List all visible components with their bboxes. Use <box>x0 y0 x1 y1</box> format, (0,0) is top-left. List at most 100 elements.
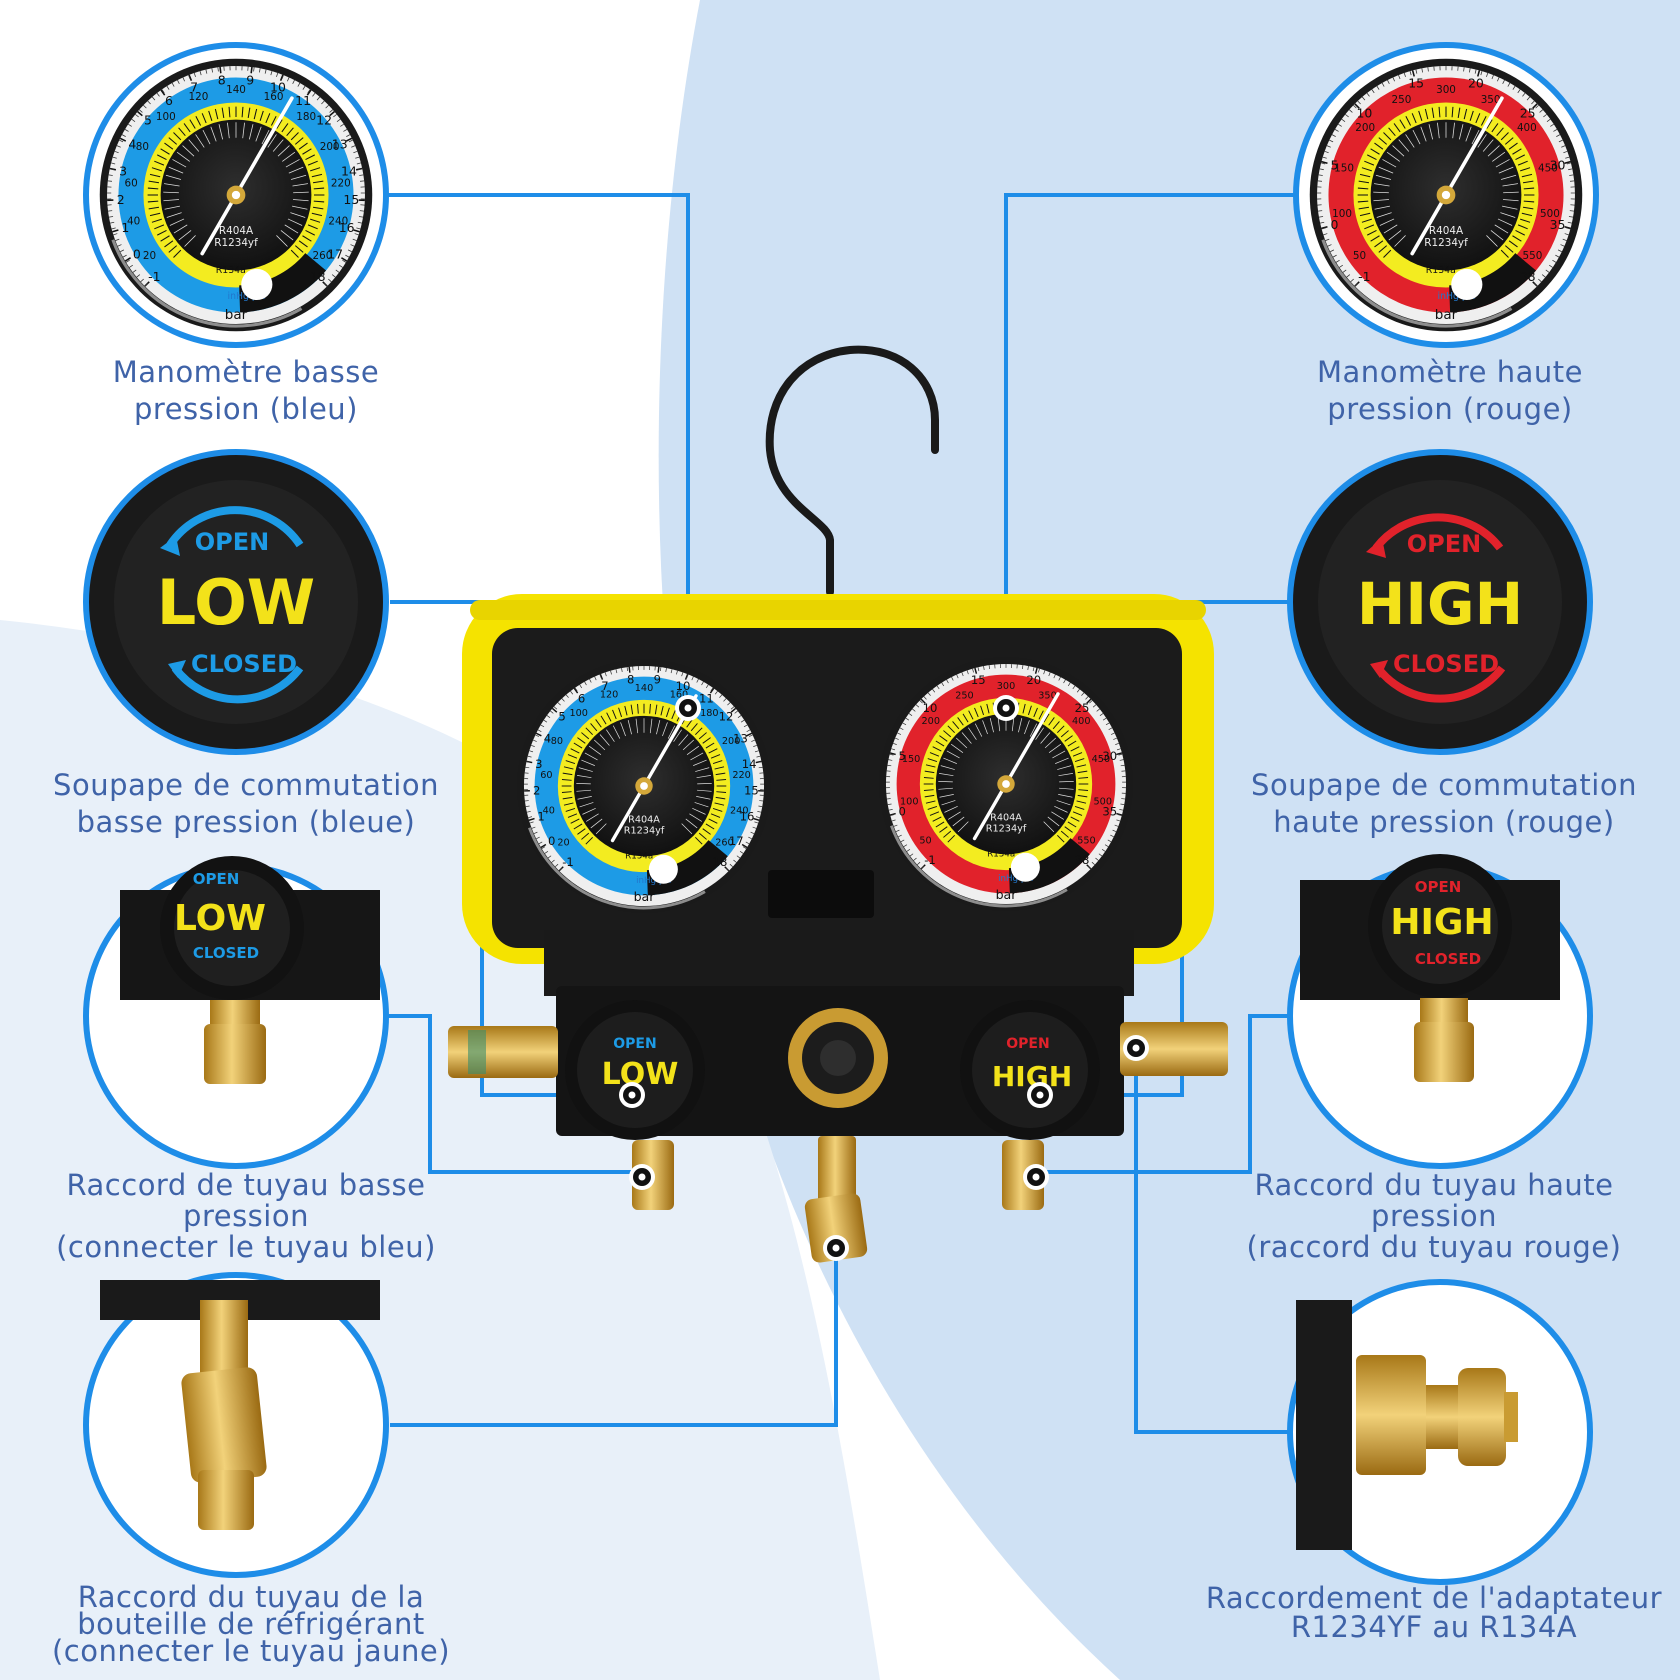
psi-tick-label: 450 <box>1092 754 1110 765</box>
svg-text:OPEN: OPEN <box>193 870 240 888</box>
psi-tick-label: 550 <box>1077 836 1095 847</box>
bar-tick-label: 1 <box>121 220 129 235</box>
psi-tick-label: 300 <box>1436 84 1456 96</box>
units-small-label: inHg psi <box>636 876 671 886</box>
psi-tick-label: 200 <box>922 716 940 727</box>
refrigerant-label: R404A <box>1429 225 1464 237</box>
bar-tick-label: 5 <box>558 709 565 723</box>
psi-tick-label: 140 <box>635 683 653 694</box>
bar-tick-label: 5 <box>144 113 152 128</box>
psi-tick-label: 500 <box>1094 796 1112 807</box>
svg-text:OPEN: OPEN <box>1407 530 1481 558</box>
units-small-label: inHg psi <box>1437 291 1475 302</box>
psi-tick-label: 100 <box>1332 208 1352 220</box>
marker-dots <box>619 695 1149 1261</box>
bar-tick-label: 0 <box>899 805 906 819</box>
psi-tick-label: 250 <box>1391 94 1411 106</box>
bar-tick-label: 13 <box>733 732 748 746</box>
psi-tick-label: 160 <box>264 91 284 103</box>
bar-tick-label: 16 <box>740 810 755 824</box>
bar-tick-label: 30 <box>1102 749 1117 763</box>
psi-tick-label: 100 <box>900 796 918 807</box>
low-knob-open: OPEN <box>613 1036 656 1052</box>
gauge-needle <box>1410 96 1504 256</box>
psi-tick-label: 220 <box>732 770 750 781</box>
psi-tick-label: 100 <box>156 111 176 123</box>
bar-unit-label: bar <box>1435 307 1458 323</box>
bar-tick-label: 17 <box>327 246 343 261</box>
bar-tick-label: -1 <box>924 853 936 867</box>
psi-tick-label: 550 <box>1523 250 1543 262</box>
psi-tick-label: 220 <box>331 177 351 189</box>
bar-tick-label: 11 <box>699 691 714 705</box>
psi-tick-label: 50 <box>1353 250 1366 262</box>
bar-tick-label: 10 <box>923 701 938 715</box>
bar-tick-label: 11 <box>295 93 311 108</box>
psi-tick-label: 500 <box>1540 208 1560 220</box>
svg-text:LOW: LOW <box>174 898 266 939</box>
units-small-label: inHg psi <box>227 291 265 302</box>
refrigerant-label: R134a <box>987 850 1015 860</box>
psi-tick-label: 20 <box>143 250 156 262</box>
refrigerant-label: R1234yf <box>986 823 1027 834</box>
bar-tick-label: 3 <box>119 163 127 178</box>
bar-tick-label: 0 <box>548 834 555 848</box>
psi-tick-label: 200 <box>722 736 740 747</box>
psi-tick-label: 40 <box>543 805 555 816</box>
bar-tick-label: 35 <box>1550 217 1566 232</box>
bar-tick-label: 14 <box>341 163 357 178</box>
bar-tick-label: 15 <box>971 673 986 687</box>
bar-tick-label: 8 <box>627 672 634 686</box>
svg-text:HIGH: HIGH <box>1390 902 1493 943</box>
bar-unit-label: bar <box>996 887 1018 902</box>
svg-text:CLOSED: CLOSED <box>1415 950 1481 968</box>
psi-tick-label: 350 <box>1481 94 1501 106</box>
refrigerant-label: R404A <box>628 814 660 825</box>
psi-tick-label: 260 <box>313 250 333 262</box>
psi-tick-label: 350 <box>1038 690 1056 701</box>
psi-tick-label: 450 <box>1538 162 1558 174</box>
bar-tick-label: 4 <box>128 136 136 151</box>
svg-text:CLOSED: CLOSED <box>193 944 259 962</box>
bar-tick-label: 10 <box>676 679 691 693</box>
psi-tick-label: 240 <box>328 215 348 227</box>
units-small-label: inHg psi <box>998 874 1033 884</box>
bar-tick-label: 1 <box>537 810 544 824</box>
refrigerant-label: R134a <box>216 265 246 276</box>
bar-tick-label: 20 <box>1026 673 1041 687</box>
bar-tick-label: 20 <box>1468 76 1484 91</box>
bar-tick-label: 2 <box>533 783 540 797</box>
bar-tick-label: 0 <box>133 246 141 261</box>
refrigerant-label: R134a <box>625 852 653 862</box>
bar-tick-label: 30 <box>1550 157 1566 172</box>
refrigerant-label: R404A <box>990 812 1022 823</box>
psi-tick-label: 180 <box>296 111 316 123</box>
bar-tick-label: 12 <box>719 709 734 723</box>
svg-text:OPEN: OPEN <box>195 528 269 556</box>
bar-tick-label: 35 <box>1102 805 1117 819</box>
bar-tick-label: 5 <box>899 749 906 763</box>
psi-tick-label: 20 <box>557 838 569 849</box>
refrigerant-label: R404A <box>219 225 254 237</box>
psi-tick-label: 60 <box>540 770 552 781</box>
refrigerant-label: R134a <box>1426 265 1456 276</box>
psi-tick-label: 80 <box>136 141 149 153</box>
bar-tick-label: 38 <box>1520 269 1536 284</box>
high-knob-open: OPEN <box>1006 1036 1049 1052</box>
psi-tick-label: 140 <box>226 84 246 96</box>
psi-tick-label: 400 <box>1517 122 1537 134</box>
psi-tick-label: 150 <box>1334 162 1354 174</box>
bar-tick-label: 18 <box>713 855 728 869</box>
bar-tick-label: 6 <box>165 93 173 108</box>
refrigerant-label: R1234yf <box>624 825 665 836</box>
bar-tick-label: 3 <box>535 757 542 771</box>
psi-tick-label: 120 <box>600 690 618 701</box>
bar-tick-label: 10 <box>1356 106 1372 121</box>
